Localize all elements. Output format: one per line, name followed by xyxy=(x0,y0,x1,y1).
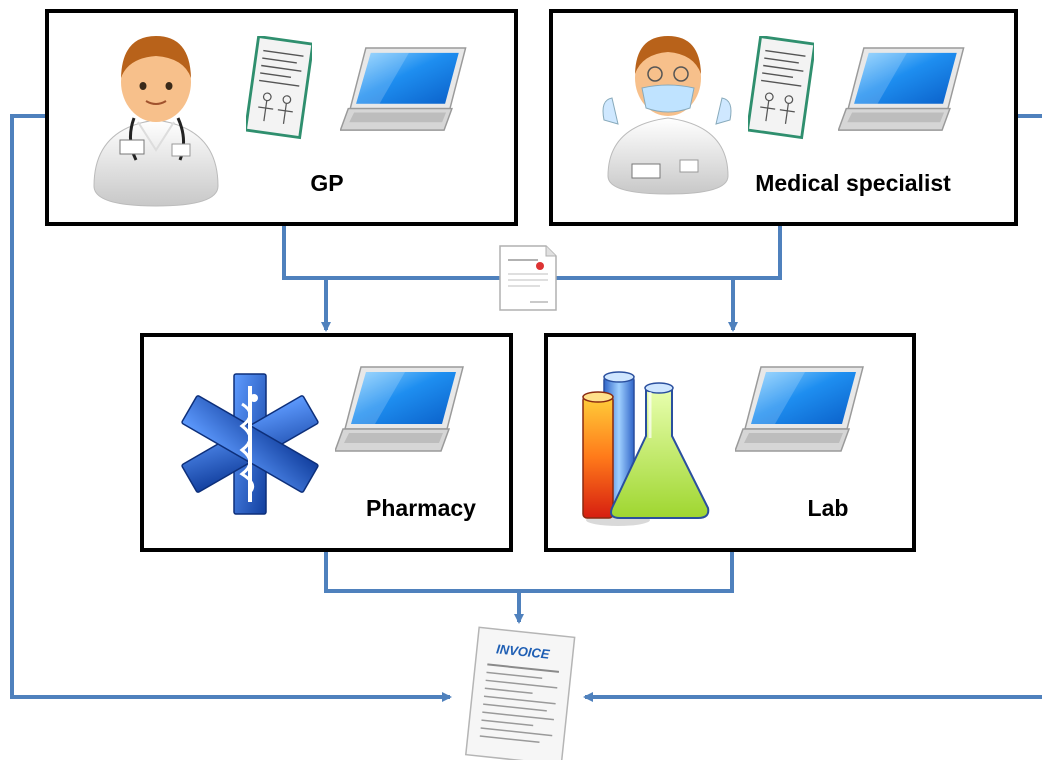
invoice-title: INVOICE xyxy=(495,641,550,662)
medical-specialist-label: Medical specialist xyxy=(755,170,951,196)
pharmacy-node: Pharmacy xyxy=(140,333,513,552)
invoice-document-icon: INVOICE xyxy=(464,626,576,760)
connector-gp-to-invoice xyxy=(10,114,452,702)
pharmacy-label: Pharmacy xyxy=(366,495,476,521)
medical-record-icon xyxy=(748,36,814,139)
medical-specialist-node: Medical specialist xyxy=(549,9,1018,226)
lab-flasks-icon xyxy=(582,371,710,526)
lab-node: Lab xyxy=(544,333,916,552)
surgeon-icon xyxy=(602,36,732,195)
lab-label: Lab xyxy=(808,495,849,521)
connector-pharmacy-lab xyxy=(324,550,734,593)
prescription-document-icon xyxy=(499,245,557,311)
gp-label: GP xyxy=(310,170,343,196)
medical-record-icon xyxy=(246,36,312,139)
doctor-icon xyxy=(93,36,219,207)
gp-node: GP xyxy=(45,9,518,226)
star-of-life-icon xyxy=(181,373,319,515)
